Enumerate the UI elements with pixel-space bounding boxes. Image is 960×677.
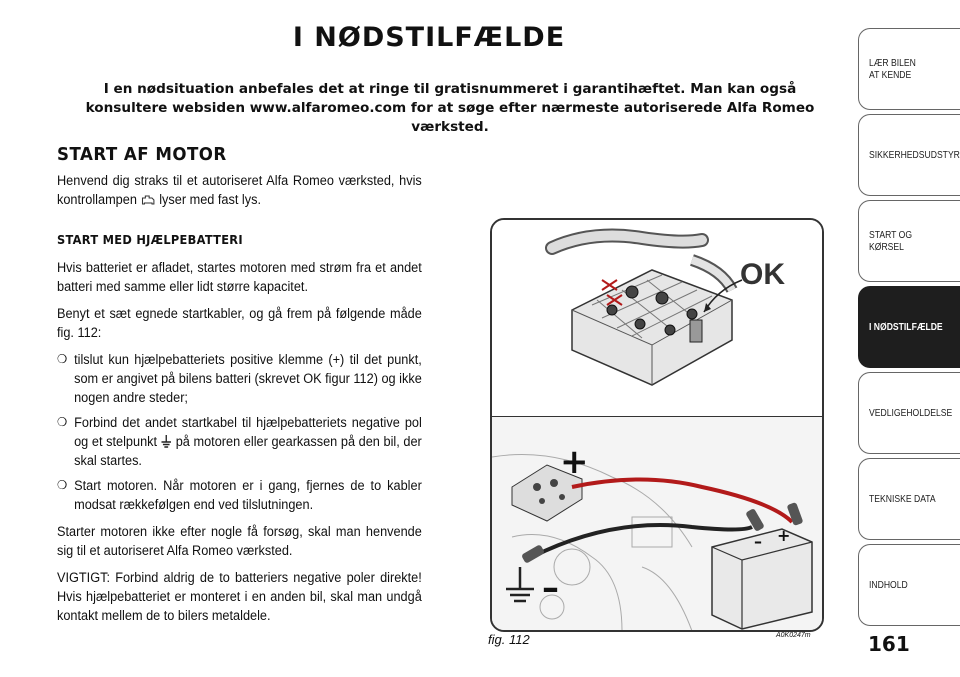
tab-label: SIKKERHEDSUDSTYR — [869, 149, 960, 161]
tab-label: I NØDSTILFÆLDE — [869, 321, 943, 333]
figure-caption: fig. 112 — [488, 632, 530, 647]
bullet-2-text-before: Forbind det andet startkabel til hjælpeb… — [74, 415, 422, 449]
page-title: I NØDSTILFÆLDE — [292, 22, 566, 53]
paragraph-3: Starter motoren ikke efter nogle få fors… — [57, 524, 422, 558]
section-text: Henvend dig straks til et autoriseret Al… — [57, 171, 422, 209]
tab-tekniske-data[interactable]: TEKNISKE DATA — [858, 458, 960, 540]
tab-start-og-korsel[interactable]: START OG KØRSEL — [858, 200, 960, 282]
bullet-list: ❍ tilslut kun hjælpebatteriets positive … — [57, 350, 422, 514]
jump-start-illustration — [492, 417, 822, 630]
section-text-before: Henvend dig straks til et autoriseret Al… — [57, 173, 422, 207]
tab-i-nodstilfaelde[interactable]: I NØDSTILFÆLDE — [858, 286, 960, 368]
list-item: ❍ Start motoren. Når motoren er i gang, … — [57, 476, 422, 514]
tab-label: START OG KØRSEL — [869, 229, 913, 253]
section-heading: START AF MOTOR — [57, 145, 227, 165]
figure-112: OK + – + – — [490, 218, 824, 632]
tab-label: VEDLIGEHOLDELSE — [869, 407, 953, 419]
paragraph-1: Hvis batteriet er afladet, startes motor… — [57, 260, 422, 294]
ground-symbol-icon — [161, 435, 172, 449]
paragraph-2: Benyt et sæt egnede startkabler, og gå f… — [57, 306, 422, 340]
main-column: START AF MOTOR Henvend dig straks til et… — [57, 146, 422, 633]
figure-divider — [492, 416, 822, 418]
section-text-after: lyser med fast lys. — [159, 192, 262, 207]
intro-text: I en nødsituation anbefales det at ringe… — [85, 81, 815, 135]
tab-label: LÆR BILEN AT KENDE — [869, 57, 916, 81]
tab-indhold[interactable]: INDHOLD — [858, 544, 960, 626]
list-item: ❍ tilslut kun hjælpebatteriets positive … — [57, 350, 422, 407]
battery-terminal-illustration — [492, 220, 822, 416]
bullet-3-text: Start motoren. Når motoren er i gang, fj… — [74, 478, 422, 512]
ok-label: OK — [740, 258, 785, 291]
bullet-marker: ❍ — [57, 352, 68, 366]
page-number: 161 — [868, 632, 910, 656]
tab-label: INDHOLD — [869, 579, 908, 591]
engine-warning-lamp-icon — [141, 195, 155, 206]
minus-label: – — [542, 568, 559, 608]
tab-vedligeholdelse[interactable]: VEDLIGEHOLDELSE — [858, 372, 960, 454]
bullet-marker: ❍ — [57, 478, 68, 492]
bullet-marker: ❍ — [57, 415, 68, 429]
tab-label: TEKNISKE DATA — [869, 493, 936, 505]
tab-laer-bilen-at-kende[interactable]: LÆR BILEN AT KENDE — [858, 28, 960, 110]
bullet-2-text-after: på motoren eller gearkassen på den bil, … — [74, 434, 422, 468]
plus-label: + — [560, 442, 589, 482]
battery-minus-label: – — [754, 532, 762, 551]
figure-code: A0K0247m — [776, 632, 811, 639]
tab-sikkerhedsudstyr[interactable]: SIKKERHEDSUDSTYR — [858, 114, 960, 196]
paragraph-4: VIGTIGT: Forbind aldrig de to batteriers… — [57, 570, 422, 623]
bullet-1-text: tilslut kun hjælpebatteriets positive kl… — [74, 352, 422, 405]
battery-plus-label: + — [777, 526, 791, 545]
list-item: ❍ Forbind det andet startkabel til hjælp… — [57, 413, 422, 470]
sub-heading: START MED HJÆLPEBATTERI — [57, 233, 243, 247]
section-tabs: LÆR BILEN AT KENDE SIKKERHEDSUDSTYR STAR… — [858, 28, 960, 630]
